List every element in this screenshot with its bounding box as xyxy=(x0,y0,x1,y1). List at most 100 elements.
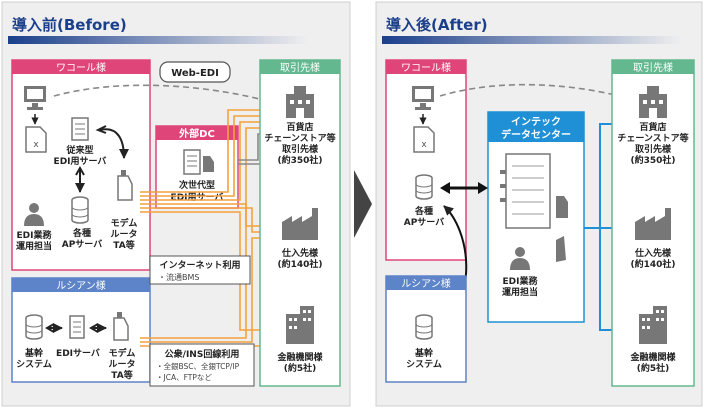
person-icon xyxy=(24,203,44,226)
before-dept-label-3: 取引先様 xyxy=(282,143,319,155)
edi-staff-label-2: 運用担当 xyxy=(16,240,52,252)
core-label-2: システム xyxy=(16,359,52,370)
legacy-server-label-1: 従来型 xyxy=(65,144,93,156)
webedi-label: Web-EDI xyxy=(171,68,219,79)
after-bank-label-1: 金融機関様 xyxy=(629,351,676,363)
after-lucien-box: ルシアン様 基幹 システム xyxy=(385,275,467,383)
after-dept-label-2: チェーンストア等 xyxy=(617,132,688,144)
database-icon xyxy=(71,196,89,224)
before-wacoal-box: ワコール様 x 従来型 EDI用サーバ xyxy=(11,59,151,271)
legacy-server-label-2: EDI用サーバ xyxy=(54,156,107,167)
public-line-note: 公衆/INS回線利用 ・全銀BSC、全銀TCP/IP ・JCA、FTPなど xyxy=(149,343,255,387)
pc-icon xyxy=(24,86,46,110)
svg-text:x: x xyxy=(421,140,427,150)
before-dept-label-1: 百貨店 xyxy=(286,121,313,133)
next-server-label-1: 次世代型 xyxy=(179,179,215,191)
lucien-modem-label-2: ルータ xyxy=(108,358,135,370)
lucien-modem-label-1: モデム xyxy=(109,347,136,359)
edi-staff-label-1: EDI業務 xyxy=(17,229,53,241)
before-title-bar xyxy=(8,36,308,44)
datacenter-title-2: データセンター xyxy=(501,128,571,141)
after-factory-icon xyxy=(635,208,671,240)
public-note-title: 公衆/INS回線利用 xyxy=(165,348,240,360)
after-pc-icon xyxy=(412,86,434,110)
after-supplier-label-2: (約140社) xyxy=(630,258,675,270)
modem-icon xyxy=(117,170,133,201)
before-title: 導入前(Before) xyxy=(12,16,127,34)
before-dept-label-4: (約350社) xyxy=(277,154,322,166)
datacenter-title-1: インテック xyxy=(511,116,561,128)
after-core-database-icon xyxy=(415,314,433,340)
webedi-bubble: Web-EDI xyxy=(159,61,231,83)
edi-server-label: EDIサーバ xyxy=(56,348,100,359)
modem-label-3: TA等 xyxy=(113,239,134,251)
before-dept-label-2: チェーンストア等 xyxy=(264,132,335,144)
after-department-store-icon xyxy=(639,86,667,118)
internet-note-sub: ・流通BMS xyxy=(158,272,199,282)
next-server-icon xyxy=(183,149,214,175)
datacenter-person-icon xyxy=(510,247,530,270)
datacenter-device-icon xyxy=(556,196,568,262)
document-icon: x xyxy=(25,126,47,153)
before-bank-label-2: (約5社) xyxy=(284,362,317,374)
after-core-label-1: 基幹 xyxy=(414,347,434,359)
core-database-icon xyxy=(25,314,43,340)
before-lucien-box: ルシアン様 基幹 システム EDIサーバ xyxy=(11,277,151,383)
after-title: 導入後(After) xyxy=(386,16,488,34)
after-document-icon: x xyxy=(413,126,435,153)
ap-datacenter-arrow xyxy=(440,182,488,194)
core-label-1: 基幹 xyxy=(24,347,44,359)
before-lucien-title: ルシアン様 xyxy=(56,279,106,292)
modem-label-1: モデム xyxy=(111,217,138,229)
datacenter-staff-label-2: 運用担当 xyxy=(502,286,538,298)
server-rack-icon xyxy=(500,153,551,229)
before-supplier-label-1: 仕入先様 xyxy=(281,247,319,259)
legacy-server-icon xyxy=(71,117,89,141)
lucien-modem-label-3: TA等 xyxy=(111,369,132,381)
after-supplier-label-1: 仕入先様 xyxy=(634,247,672,259)
after-lucien-title: ルシアン様 xyxy=(401,277,451,290)
after-dept-label-4: (約350社) xyxy=(630,154,675,166)
datacenter-staff-label-1: EDI業務 xyxy=(503,275,539,287)
public-note-line-1: ・全銀BSC、全銀TCP/IP xyxy=(156,361,240,371)
ap-server-label-2: APサーバ xyxy=(62,239,102,250)
after-wacoal-title: ワコール様 xyxy=(401,61,451,74)
after-wacoal-box: ワコール様 x 各種 APサーバ xyxy=(385,59,467,261)
bank-building-icon xyxy=(286,306,314,344)
internet-note: インターネット利用 ・流通BMS xyxy=(149,255,251,285)
after-partners-box: 取引先様 百貨店 チェーンストア等 取引先様 (約350社) 仕入先様 (約14… xyxy=(611,59,695,387)
before-supplier-label-2: (約140社) xyxy=(277,258,322,270)
after-core-label-2: システム xyxy=(406,359,442,370)
department-store-icon xyxy=(286,86,314,118)
after-bank-building-icon xyxy=(639,306,667,344)
legacy-to-modem-arrow xyxy=(99,128,129,159)
datacenter-box: インテック データセンター EDI業務 運用担 xyxy=(487,111,585,323)
external-dc-title: 外部DC xyxy=(178,127,215,140)
before-partners-title: 取引先様 xyxy=(280,61,320,74)
after-partners-title: 取引先様 xyxy=(633,61,673,74)
factory-icon xyxy=(282,208,318,240)
transition-arrow xyxy=(354,170,372,238)
before-partners-box: 取引先様 百貨店 チェーンストア等 取引先様 (約350社) 仕入先様 (約14… xyxy=(259,59,341,387)
after-bank-label-2: (約5社) xyxy=(637,362,670,374)
after-dept-label-1: 百貨店 xyxy=(639,121,666,133)
after-ap-label-1: 各種 xyxy=(414,205,433,217)
public-note-line-2: ・JCA、FTPなど xyxy=(156,373,212,382)
svg-text:x: x xyxy=(33,140,39,150)
before-wacoal-title: ワコール様 xyxy=(56,61,106,74)
after-panel: 導入後(After) ワコール様 x 各種 xyxy=(375,1,703,407)
after-database-icon xyxy=(415,174,433,200)
modem-label-2: ルータ xyxy=(110,228,137,240)
after-title-bar xyxy=(382,36,682,44)
before-bank-label-1: 金融機関様 xyxy=(276,351,323,363)
after-dept-label-3: 取引先様 xyxy=(635,143,672,155)
ap-server-label-1: 各種 xyxy=(72,227,91,239)
before-panel: 導入前(Before) ワコール様 x xyxy=(1,1,351,407)
internet-note-title: インターネット利用 xyxy=(159,259,240,271)
next-server-label-2: EDI用サーバ xyxy=(171,192,224,203)
after-ap-label-2: APサーバ xyxy=(404,217,444,228)
edi-server-icon xyxy=(69,315,85,339)
webedi-arrow xyxy=(53,84,279,107)
lucien-modem-icon xyxy=(113,312,129,341)
